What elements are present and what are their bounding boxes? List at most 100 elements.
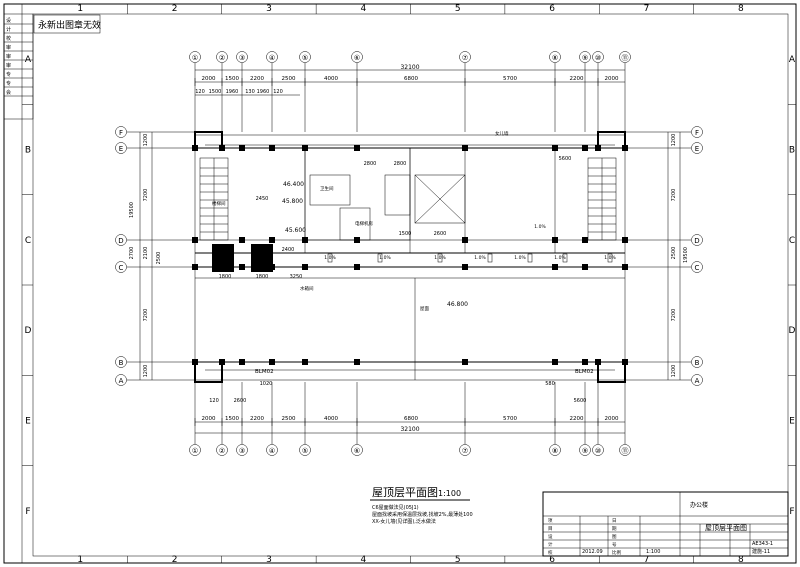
left-strip-label: 会	[6, 89, 11, 96]
axis-bubble-bottom-label: ①	[192, 447, 198, 455]
inside-dim: 2450	[256, 196, 269, 202]
dim-top-sub: 120	[195, 89, 205, 95]
border-letter-right: D	[789, 326, 796, 336]
tb-row-label: 计	[548, 541, 553, 548]
dim-right: 1200	[671, 134, 677, 147]
room-label: 水箱间	[300, 285, 314, 292]
stair-left-treads	[200, 158, 228, 240]
axis-bubble-right-label: A	[695, 377, 700, 385]
border-letter-left: E	[25, 417, 31, 427]
dim-top: 2500	[282, 76, 296, 82]
dim-left: 2100	[143, 247, 149, 260]
room-label: 女儿墙	[495, 130, 509, 137]
dim-top-sub: 120	[273, 89, 283, 95]
title-note-1: C6屋面做法见(05J1)	[372, 504, 419, 511]
axis-bubble-left	[115, 374, 127, 386]
axis-bubble-right	[691, 126, 703, 138]
tb-right-label: 日	[612, 518, 617, 524]
column	[582, 359, 588, 365]
title-note-2: 屋面找坡采用保温层找坡,找坡2%,最薄处100	[372, 511, 473, 518]
left-strip-label: 审	[6, 62, 11, 69]
wall-corner-nw	[194, 131, 223, 148]
axis-bubble-bottom	[189, 444, 201, 456]
skylight-diag-2	[414, 174, 466, 224]
dim-top: 2000	[605, 76, 619, 82]
axis-bubble-top	[216, 51, 228, 63]
dim-total-top: 32100	[400, 64, 419, 71]
dim-bottom: 4000	[324, 416, 338, 422]
axis-bubble-left-label: B	[119, 359, 124, 367]
column	[462, 237, 468, 243]
tb-row-label: 设	[548, 533, 553, 540]
tb-row-label: 校	[548, 549, 553, 556]
slope-label: 1.0%	[514, 255, 526, 261]
border-bottom-number: 4	[360, 555, 366, 565]
dim-bottom: 2500	[282, 416, 296, 422]
axis-bubble-left-label: F	[119, 129, 123, 137]
elevation-3: 45.600	[285, 227, 306, 234]
shaft-box	[384, 174, 411, 216]
axis-bubble-right-label: E	[695, 145, 699, 153]
inside-dim: 5600	[559, 156, 572, 162]
elevation-4: 46.800	[447, 301, 468, 308]
drawing-title: 屋顶层平面图	[372, 486, 438, 499]
room-label: 电梯机房	[355, 220, 373, 227]
axis-bubble-top	[579, 51, 591, 63]
column	[462, 145, 468, 151]
dim-bottom-sub: 2600	[234, 398, 247, 404]
stamp-box	[33, 14, 101, 34]
axis-bubble-top-label: ②	[219, 54, 225, 62]
left-strip-label: 校	[6, 35, 11, 42]
axis-bubble-bottom	[619, 444, 631, 456]
drain	[377, 253, 383, 263]
dim-bottom: 2000	[605, 416, 619, 422]
sheet-inner-border	[32, 13, 789, 557]
column	[354, 359, 360, 365]
axis-bubble-right-label: C	[695, 264, 700, 272]
tb-row-label: 项	[548, 518, 553, 524]
dim-top: 1500	[225, 76, 239, 82]
drawing-scale: 1:100	[438, 489, 461, 498]
axis-bubble-right-label: B	[695, 359, 700, 367]
dim-top: 4000	[324, 76, 338, 82]
elevation-1: 46.400	[283, 181, 304, 188]
drain	[487, 253, 493, 263]
left-strip-label: 审	[6, 44, 11, 51]
dim-bottom: 2200	[250, 416, 264, 422]
axis-bubble-bottom	[592, 444, 604, 456]
slope-labels: 1.0%1.0%1.0%1.0%1.0%1.0%1.0%1.0%	[324, 224, 616, 261]
border-top-number: 8	[738, 4, 744, 14]
dim-top: 6800	[404, 76, 418, 82]
tb-sheet-total: 建施-11	[752, 548, 770, 555]
slope-label: 1.0%	[604, 255, 616, 261]
column	[582, 237, 588, 243]
axis-bubble-bottom	[216, 444, 228, 456]
dim-top-sub: 1960	[226, 89, 239, 95]
border-bottom-number: 2	[172, 555, 178, 565]
axis-bubble-top-label: ⑦	[462, 54, 468, 62]
axis-bubble-top-label: ⑩	[595, 54, 601, 62]
tb-right-label: 号	[612, 542, 617, 548]
dim-right: 2500	[671, 247, 677, 260]
dim-top: 2000	[202, 76, 216, 82]
column	[595, 359, 601, 365]
elevator-shaft-2	[251, 244, 273, 272]
border-letter-left: C	[25, 236, 31, 246]
elevation-2: 45.800	[282, 198, 303, 205]
column	[219, 359, 225, 365]
border-bottom-number: 3	[266, 555, 272, 565]
dim-left: 7200	[143, 189, 149, 202]
axis-bubble-bottom-label: ⑤	[302, 447, 308, 455]
dim-top: 2200	[570, 76, 584, 82]
slope-label: 1.0%	[324, 255, 336, 261]
column	[552, 145, 558, 151]
column	[552, 237, 558, 243]
sheet-outer-border	[3, 3, 797, 564]
roof-drains	[327, 253, 613, 263]
border-letter-left: B	[25, 146, 31, 156]
